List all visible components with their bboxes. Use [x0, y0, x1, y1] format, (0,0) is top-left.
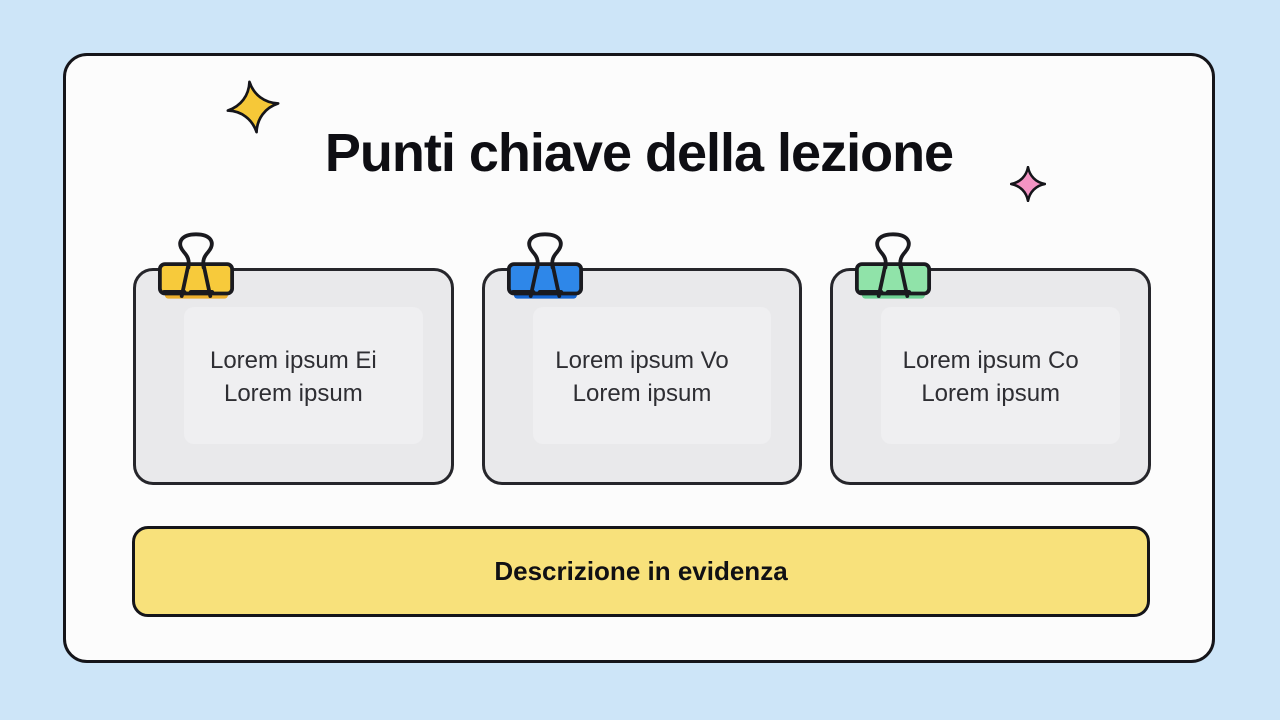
key-point-card-3: Lorem ipsum Co Lorem ipsum	[830, 232, 1152, 485]
card-text-line2: Lorem ipsum	[572, 379, 712, 407]
key-point-card-2: Lorem ipsum Vo Lorem ipsum	[481, 232, 803, 485]
binder-clip-blue-icon	[506, 232, 583, 299]
binder-clip-green-icon	[855, 232, 932, 299]
card-text: Lorem ipsum Ei Lorem ipsum	[210, 344, 377, 410]
card-text-line1: Lorem ipsum Co	[902, 346, 1079, 374]
card-text-line2: Lorem ipsum	[921, 379, 1061, 407]
key-points-row: Lorem ipsum Ei Lorem ipsum Lorem ipsum V…	[133, 232, 1152, 485]
page-title: Punti chiave della lezione	[324, 123, 954, 183]
sparkle-yellow-icon	[226, 80, 280, 134]
key-point-card-1: Lorem ipsum Ei Lorem ipsum	[133, 232, 454, 485]
highlight-banner: Descrizione in evidenza	[132, 526, 1150, 617]
sparkle-pink-icon	[1010, 166, 1046, 202]
card-text-line2: Lorem ipsum	[223, 379, 363, 407]
card-text: Lorem ipsum Vo Lorem ipsum	[555, 344, 728, 410]
slide-panel: Punti chiave della lezione Lorem ipsum E…	[63, 53, 1215, 663]
banner-label: Descrizione in evidenza	[494, 556, 788, 586]
card-text: Lorem ipsum Co Lorem ipsum	[903, 344, 1079, 410]
card-text-line1: Lorem ipsum Ei	[209, 346, 377, 374]
card-text-line1: Lorem ipsum Vo	[555, 346, 729, 374]
binder-clip-yellow-icon	[157, 232, 235, 299]
